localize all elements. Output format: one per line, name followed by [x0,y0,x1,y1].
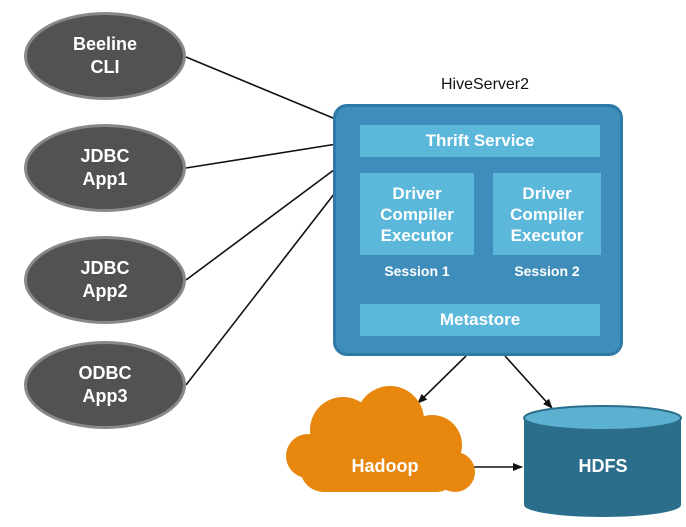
hadoop-label: Hadoop [351,456,419,476]
session-2-label: Session 2 [514,263,580,279]
hdfs-label: HDFS [578,456,628,476]
client-odbc-app3: ODBC App3 [24,341,186,429]
hdfs-cylinder-shape [523,405,682,517]
arrow-beeline-to-thrift [185,56,363,131]
client-jdbc-app1: JDBC App1 [24,124,186,212]
hadoop-cloud-shape [286,386,475,492]
arrow-jdbc1-to-thrift [185,137,363,169]
client-beeline-cli: Beeline CLI [24,12,186,100]
arrow-server-to-hadoop [417,355,467,404]
thrift-service-bar: Thrift Service [360,125,600,157]
hiveserver2-container: Thrift Service Driver Compiler Executor … [333,104,623,356]
session-1-components: Driver Compiler Executor [360,173,474,255]
session-2-components: Driver Compiler Executor [493,173,601,255]
arrow-odbc-to-thrift [185,157,363,386]
arrow-server-to-hdfs [504,355,553,409]
client-jdbc-app2: JDBC App2 [24,236,186,324]
arrow-jdbc2-to-thrift [185,148,363,281]
hiveserver2-title: HiveServer2 [440,76,530,93]
session-1-label: Session 1 [384,263,450,279]
metastore-bar: Metastore [360,304,600,336]
